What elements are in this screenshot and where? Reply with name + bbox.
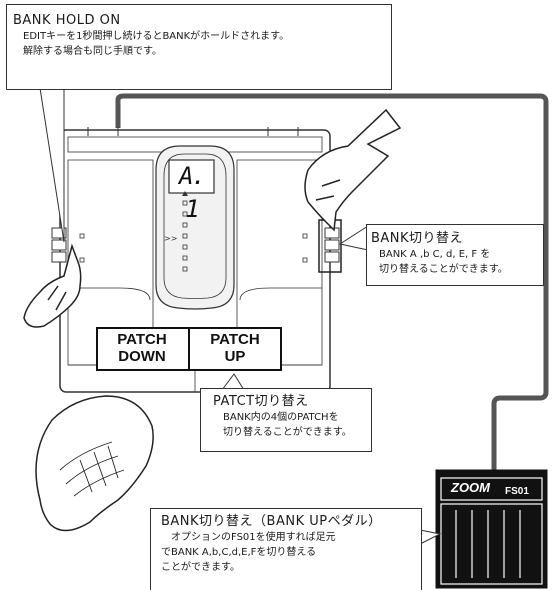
bank-hold-line-2: 解除する場合も同じ手順です。: [23, 46, 162, 57]
left-hand-icon: [23, 243, 82, 328]
display-inner: [163, 153, 227, 299]
bank-switch-line-1: BANK A ,b C, d, E, F を: [379, 249, 491, 260]
patch-switch-line-1: BANK内の4個のPATCHを: [223, 412, 339, 423]
footswitch-cable: [115, 93, 549, 470]
footswitch-pad: [440, 503, 543, 585]
patch-up-top: PATCH: [210, 331, 260, 348]
right-bank-switch: [302, 227, 340, 263]
callout-pointers: [39, 87, 442, 545]
bottom-pedal-line-right: [239, 287, 322, 301]
patch-switch-callout: PATCT切り替え BANK内の4個のPATCHを 切り替えることができます。: [200, 388, 372, 452]
footswitch-logo-panel: [440, 477, 543, 501]
right-hand-icon: [304, 108, 402, 232]
patch-switch-line-2: 切り替えることができます。: [223, 427, 352, 438]
pedal-switch-line-3: ことができます。: [161, 562, 240, 573]
patch-label-frame: [96, 327, 282, 371]
patch-switch-title: PATCT切り替え: [213, 394, 309, 409]
bank-switch-title: BANK切り替え: [371, 231, 464, 246]
bank-led-column: [182, 200, 188, 272]
footswitch-body: [435, 469, 548, 589]
led-display: [168, 159, 215, 194]
bank-hold-callout: BANK HOLD ON EDITキーを1秒間押し続けるとBANKがホールドされ…: [6, 4, 392, 90]
patch-down-bottom: DOWN: [118, 348, 166, 365]
led-up-arrow: [182, 191, 188, 196]
patch-up-bottom: UP: [224, 348, 246, 365]
pedal-switch-line-2: でBANK A,b,C,d,E,Fを切り替える: [161, 547, 317, 558]
footswitch-brand: ZOOM: [451, 480, 490, 495]
device-top-tabs: [87, 127, 299, 136]
footswitch-ribs: [455, 510, 521, 578]
bank-switch-line-2: 切り替えることができます。: [379, 264, 508, 275]
pedal-switch-line-1: オプションのFS01を使用すれば足元: [171, 532, 336, 543]
bottom-pedal-line: [68, 287, 151, 301]
bank-switch-callout: BANK切り替え BANK A ,b C, d, E, F を 切り替えることが…: [366, 224, 544, 286]
pedal-switch-callout: BANK切り替え（BANK UPペダル） オプションのFS01を使用すれば足元 …: [150, 508, 422, 590]
patch-up-label: PATCH UP: [190, 331, 280, 365]
bank-hold-line-1: EDITキーを1秒間押し続けるとBANKがホールドされます。: [23, 31, 290, 42]
led-pointer-icon: >>: [164, 234, 177, 243]
left-bank-switch: [51, 227, 85, 263]
patch-down-top: PATCH: [117, 331, 167, 348]
pedal-switch-title: BANK切り替え（BANK UPペダル）: [161, 514, 382, 529]
patch-down-label: PATCH DOWN: [98, 331, 186, 365]
bank-hold-title: BANK HOLD ON: [13, 13, 121, 28]
led-display-value: A. 1: [179, 162, 206, 223]
footswitch-model: FS01: [505, 486, 529, 497]
shoe-icon: [35, 395, 154, 532]
